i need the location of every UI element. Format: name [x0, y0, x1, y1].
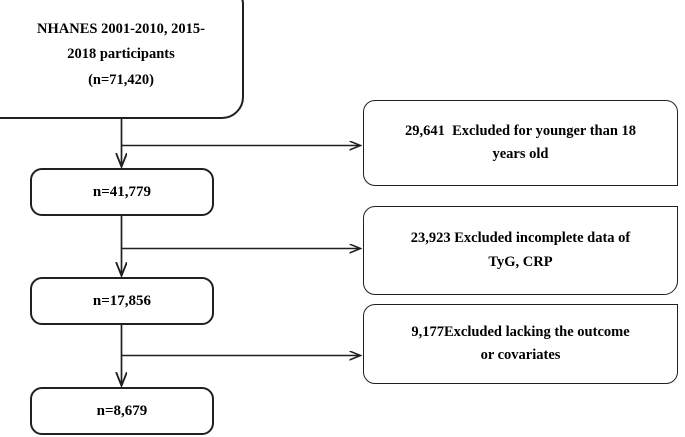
node-exclusion-line-2: or covariates [480, 347, 561, 363]
node-exclusion-age: 29,641 Excluded for younger than 18 year… [363, 100, 678, 186]
node-count-final-analytic-sample: n=8,679 [30, 387, 214, 435]
node-count-label: n=41,779 [92, 183, 152, 200]
node-exclusion-line-1: 29,641 Excluded for younger than 18 [404, 122, 637, 139]
node-exclusion-line-2: TyG, CRP [488, 253, 553, 270]
node-source-line-2: 2018 participants [67, 46, 175, 63]
node-exclusion-line-1: 9,177Excluded lacking the outcome [411, 323, 630, 340]
node-exclusion-incomplete-data: 23,923 Excluded incomplete data of TyG, … [363, 206, 678, 295]
node-count-label: n=17,856 [92, 292, 152, 309]
node-count-after-data-exclusion: n=17,856 [30, 277, 214, 325]
node-source-line-3: (n=71,420) [88, 71, 154, 88]
connector-stage-1 [122, 119, 361, 166]
node-exclusion-line-1: 23,923 Excluded incomplete data of [410, 230, 631, 247]
node-source-cohort: NHANES 2001-2010, 2015- 2018 participant… [0, 0, 244, 119]
node-exclusion-outcome-covariates: 9,177Excluded lacking the outcome or cov… [363, 304, 678, 384]
node-source-line-1: NHANES 2001-2010, 2015- [37, 20, 205, 37]
connector-stage-3 [122, 325, 361, 385]
connector-stage-2 [122, 216, 361, 275]
node-count-after-age-exclusion: n=41,779 [30, 168, 214, 216]
node-exclusion-line-2: years old [492, 146, 549, 162]
node-count-label: n=8,679 [96, 402, 148, 419]
